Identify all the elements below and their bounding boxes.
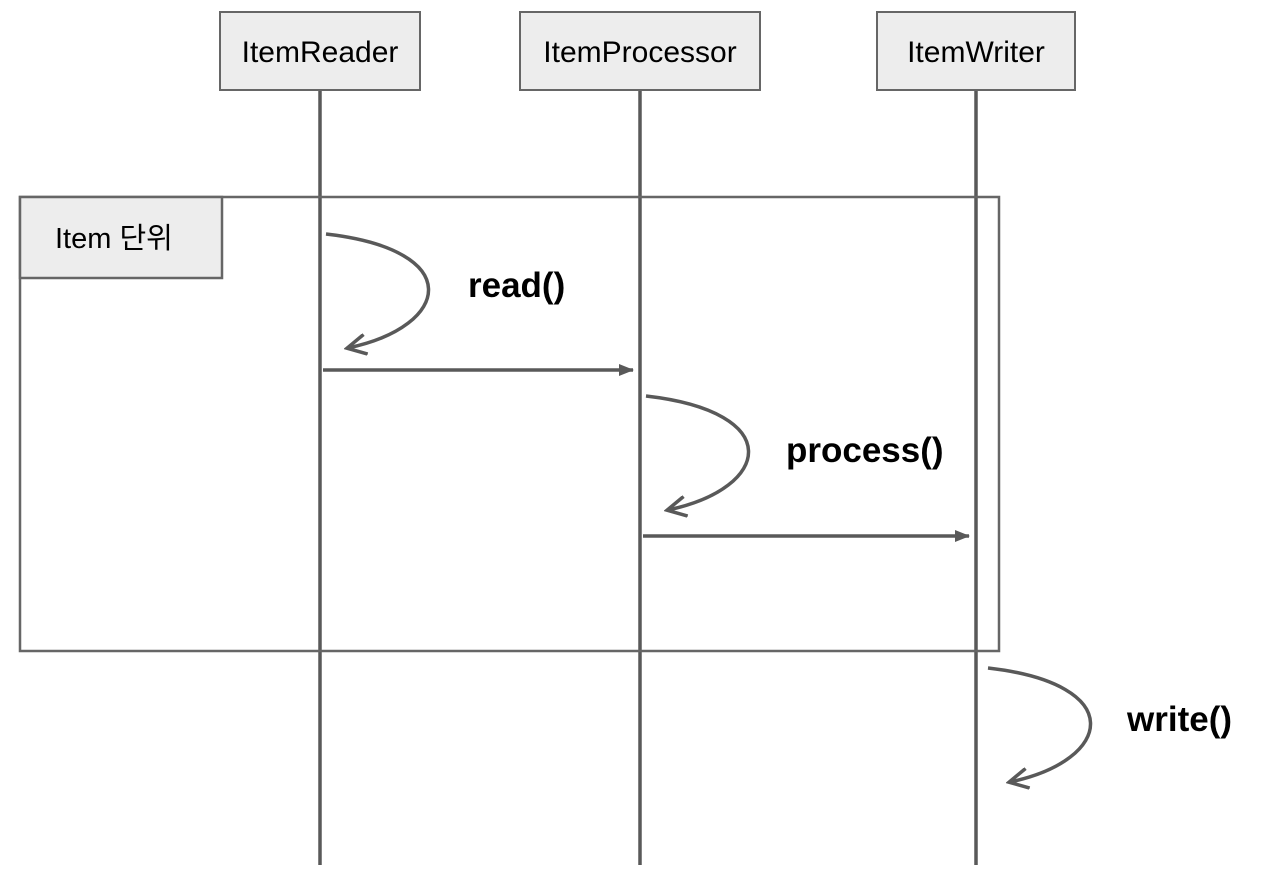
- loop-frame-label-box: [18, 195, 224, 280]
- message-label-write: write(): [1126, 700, 1232, 739]
- participant-label-itemwriter: ItemWriter: [907, 36, 1045, 69]
- participant-label-itemprocessor: ItemProcessor: [543, 36, 736, 69]
- participant-box-itemprocessor: [519, 11, 761, 91]
- self-call-arrow-read: [325, 232, 431, 348]
- self-call-arrow-process: [645, 394, 751, 510]
- participant-box-itemreader: [219, 11, 421, 91]
- participant-itemreader: ItemReader: [219, 11, 421, 91]
- participant-box-itemwriter: [876, 11, 1076, 91]
- loop-frame-label: Item 단위: [55, 222, 173, 255]
- participant-itemprocessor: ItemProcessor: [519, 11, 761, 91]
- loop-frame: [18, 195, 1001, 653]
- participant-itemwriter: ItemWriter: [876, 11, 1076, 91]
- self-call-arrow-write: [987, 666, 1093, 782]
- message-label-process: process(): [786, 431, 944, 470]
- participant-label-itemreader: ItemReader: [242, 36, 399, 69]
- message-label-read: read(): [468, 266, 565, 305]
